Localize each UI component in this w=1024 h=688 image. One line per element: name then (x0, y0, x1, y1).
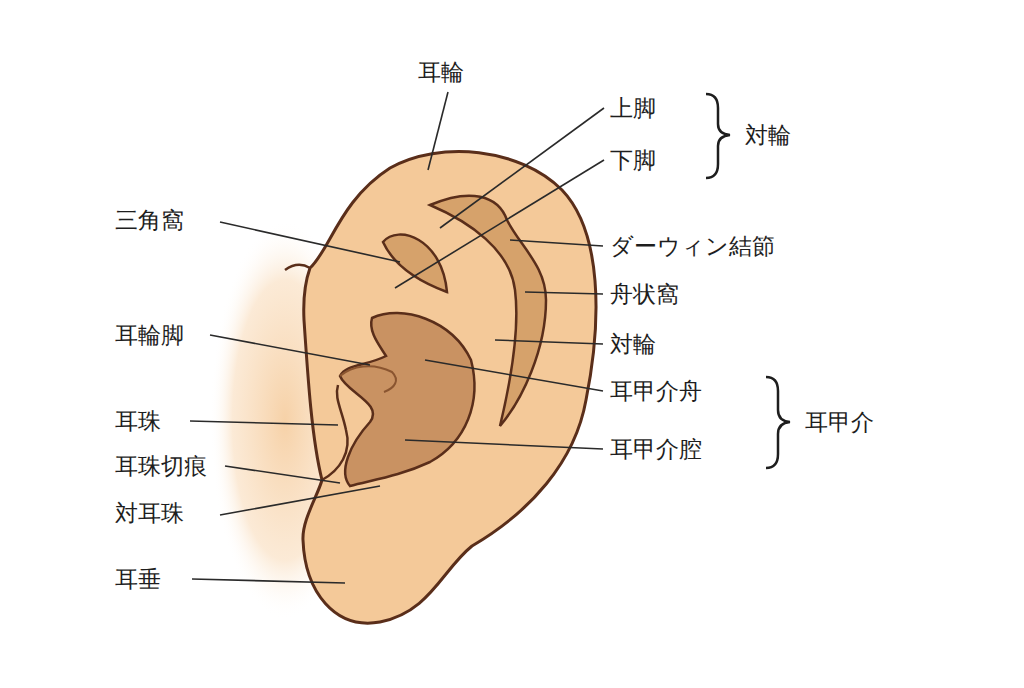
leader-lines (190, 92, 604, 583)
part-label: 対輪 (610, 333, 656, 356)
brackets (706, 94, 790, 468)
crus-helix (340, 366, 396, 392)
part-label: 三角窩 (115, 209, 184, 232)
part-label: 耳珠切痕 (115, 455, 207, 478)
ear-outline (303, 152, 596, 624)
part-label: 耳垂 (115, 568, 161, 591)
part-label: ダーウィン結節 (610, 235, 775, 258)
part-label: 耳珠 (115, 410, 161, 433)
part-label: 耳甲介舟 (610, 380, 702, 403)
triangular-fossa (383, 235, 447, 292)
part-label: 下脚 (610, 149, 656, 172)
concha (340, 313, 474, 486)
part-label: 耳甲介 (805, 411, 874, 434)
part-label: 耳甲介腔 (610, 438, 702, 461)
tragus (322, 385, 348, 480)
part-label: 耳輪 (418, 61, 464, 84)
part-label: 舟状窩 (610, 283, 679, 306)
part-label: 対輪 (745, 124, 791, 147)
part-label: 上脚 (610, 97, 656, 120)
part-label: 対耳珠 (115, 502, 184, 525)
ear-root (285, 265, 310, 270)
part-label: 耳輪脚 (115, 324, 184, 347)
